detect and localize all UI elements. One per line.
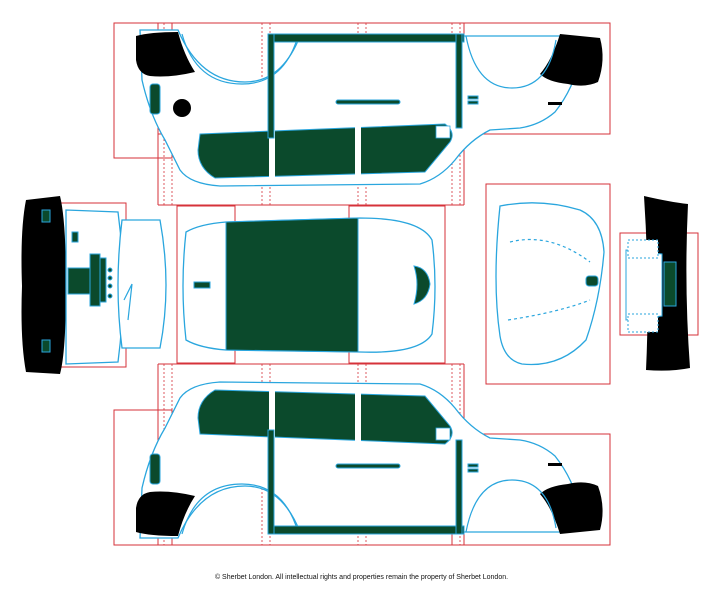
front-wheel-arch-bottom xyxy=(465,479,557,533)
rear-lamp-bottom xyxy=(149,453,161,485)
rear-face xyxy=(21,196,167,374)
rear-logo xyxy=(71,231,79,243)
rear-light-top xyxy=(41,209,51,223)
rear-plate xyxy=(89,253,101,307)
cut-guide-bonnet xyxy=(485,183,611,385)
front-face xyxy=(619,196,699,371)
rear-door-handle xyxy=(123,283,133,321)
badge-bottom xyxy=(548,463,562,466)
rear-bumper-bottom xyxy=(136,491,195,536)
rear-lamp-top xyxy=(149,83,161,115)
rear-window xyxy=(67,267,91,295)
windows-bottom xyxy=(197,389,453,445)
front-tab-bottom xyxy=(627,313,659,333)
front-bumper-top xyxy=(540,34,603,86)
wing-mirror-top xyxy=(435,125,451,139)
rear-bumper-top xyxy=(136,32,195,77)
side-panel-top xyxy=(113,22,611,206)
roof-light xyxy=(193,281,211,289)
front-bumper-bottom xyxy=(540,482,603,534)
windows-top xyxy=(197,123,453,179)
front-wheel-arch-top xyxy=(465,35,557,89)
wing-mirror-bottom xyxy=(435,427,451,441)
rear-door-panel xyxy=(117,219,167,349)
bonnet-outline xyxy=(495,202,605,366)
copyright-notice: © Sherbet London. All intellectual right… xyxy=(214,574,509,581)
badge-top xyxy=(548,102,562,105)
indicator-top-1 xyxy=(467,95,479,100)
rear-bumper-face xyxy=(21,196,66,374)
door-seam-bottom-1 xyxy=(267,429,275,535)
rear-light-bottom xyxy=(41,339,51,353)
indicator-top-2 xyxy=(467,100,479,105)
roof-rail-top xyxy=(267,33,465,43)
door-handle-top xyxy=(335,99,401,105)
bonnet-badge xyxy=(585,275,599,287)
indicator-bottom-1 xyxy=(467,463,479,468)
roof-sign xyxy=(413,265,431,305)
door-seam-top-2 xyxy=(455,33,463,129)
rear-wheel-arch-bottom xyxy=(181,483,299,535)
roof-rail-bottom xyxy=(267,525,465,535)
fuel-cap-top xyxy=(173,99,191,117)
front-grille xyxy=(663,261,677,307)
roof-green-area xyxy=(225,217,359,353)
front-tab-top xyxy=(627,239,659,259)
door-handle-bottom xyxy=(335,463,401,469)
door-seam-bottom-2 xyxy=(455,439,463,535)
side-panel-bottom xyxy=(113,363,611,546)
roof-panel xyxy=(176,205,446,364)
front-grille-panel xyxy=(625,249,663,321)
rear-plate-rim xyxy=(99,257,107,303)
door-seam-top-1 xyxy=(267,33,275,139)
rear-wheel-arch-top xyxy=(181,33,299,85)
indicator-bottom-2 xyxy=(467,468,479,473)
bonnet xyxy=(485,183,611,385)
